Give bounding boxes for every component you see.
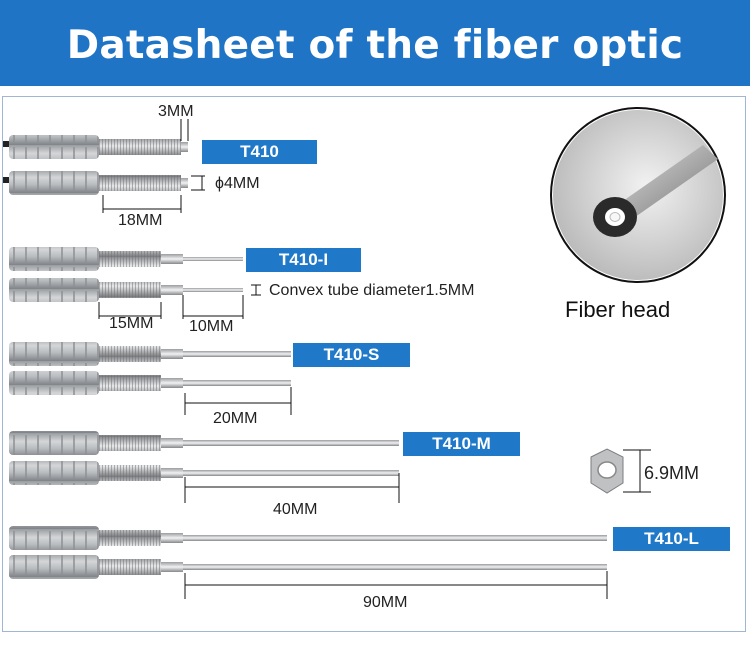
dim-t410-diameter: ϕ4MM — [215, 175, 260, 192]
model-label-t410-m: T410-M — [403, 432, 520, 456]
datasheet-panel: 3MM ϕ4MM 18MM 15MM 10MM Convex tube diam… — [2, 96, 746, 632]
dim-nut: 6.9MM — [644, 463, 700, 483]
dim-t410m-tube: 40MM — [273, 501, 318, 518]
sensor-t410-i-top — [9, 247, 243, 271]
sensor-t410-s-top — [9, 342, 291, 366]
sensor-t410-s-bottom — [9, 371, 291, 395]
sensor-t410-m-bottom — [9, 461, 399, 485]
dimension-lines — [98, 119, 651, 599]
dim-t410l-tube: 90MM — [363, 594, 408, 611]
sensor-t410-l-top — [9, 526, 607, 550]
dim-t410i-thread: 15MM — [109, 315, 154, 332]
header-banner: Datasheet of the fiber optic sensor — [0, 0, 750, 160]
fiber-head-image — [550, 107, 726, 283]
model-label-t410-l: T410-L — [613, 527, 730, 551]
hex-nut-image — [590, 448, 624, 494]
dim-t410-tip: 3MM — [158, 103, 194, 120]
sensor-t410-bottom — [3, 171, 188, 195]
dim-t410i-tube: 10MM — [189, 318, 234, 335]
model-label-t410-s: T410-S — [293, 343, 410, 367]
dim-t410i-note: Convex tube diameter1.5MM — [269, 282, 475, 299]
dim-t410s-tube: 20MM — [213, 410, 258, 427]
sensor-t410-i-bottom — [9, 278, 243, 302]
model-label-t410-i: T410-I — [246, 248, 361, 272]
dim-t410-thread: 18MM — [118, 212, 163, 229]
sensor-diagram — [3, 107, 726, 599]
sensor-t410-top — [3, 135, 188, 159]
sensor-t410-l-bottom — [9, 555, 607, 579]
page-title: Datasheet of the fiber optic sensor — [66, 23, 684, 160]
sensor-t410-m-top — [9, 431, 399, 455]
fiber-head-caption: Fiber head — [565, 297, 671, 322]
model-label-t410: T410 — [202, 140, 317, 164]
